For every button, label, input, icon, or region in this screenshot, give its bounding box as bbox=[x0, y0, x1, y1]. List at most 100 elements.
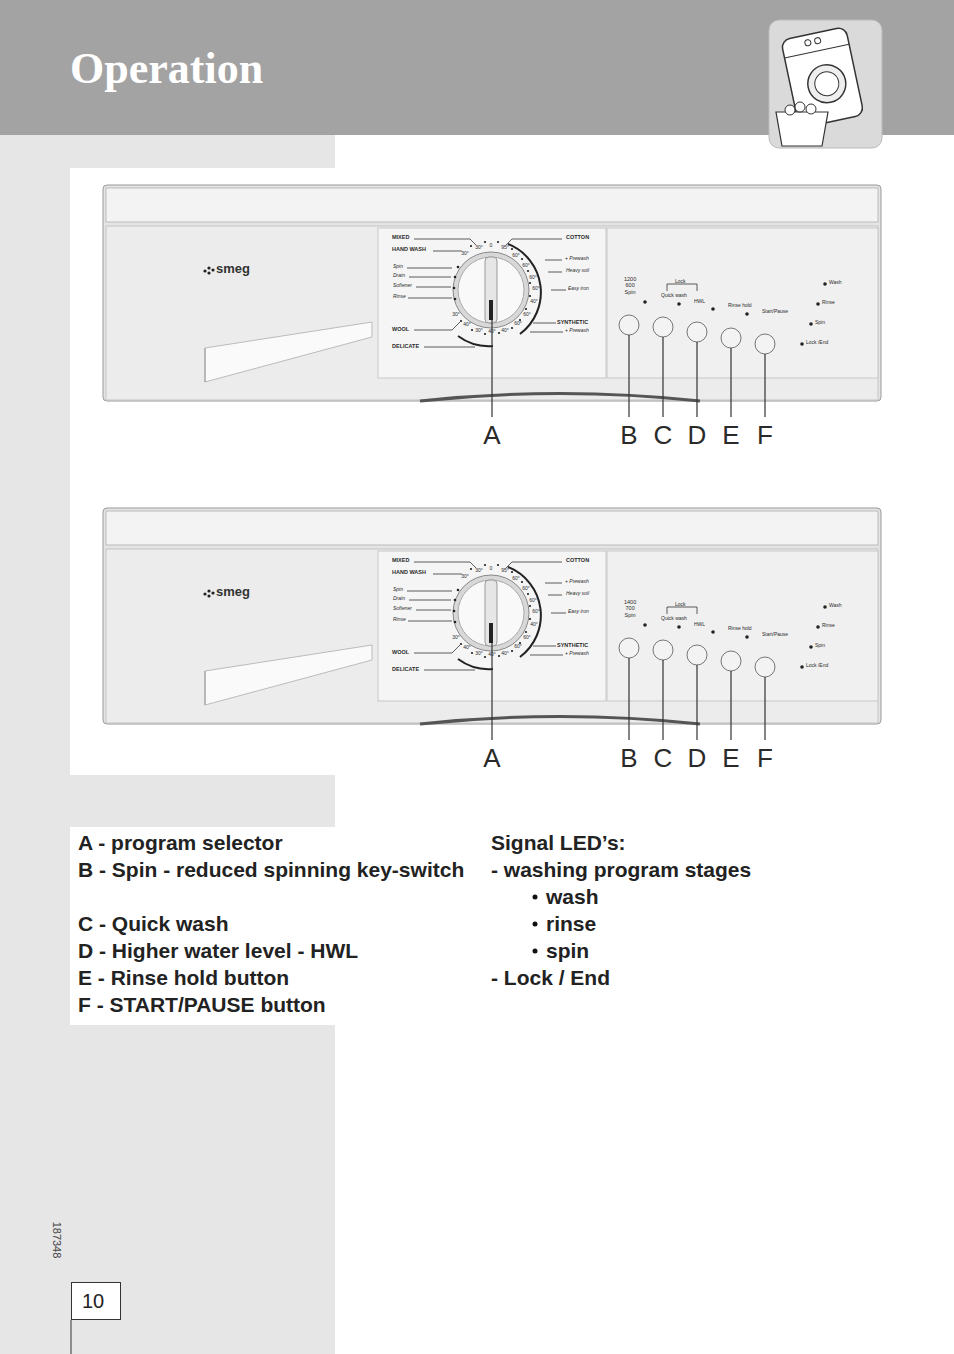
panel-label: 60° bbox=[529, 275, 537, 281]
panel-label: 40° bbox=[501, 651, 509, 657]
panel-label: Heavy soil bbox=[566, 268, 589, 274]
panel-label: 60° bbox=[514, 644, 522, 650]
callout-letter: F bbox=[757, 421, 773, 451]
callout-letter: B bbox=[620, 421, 637, 451]
panel-label: Spin bbox=[815, 320, 825, 326]
panel-label: 40° bbox=[488, 652, 496, 658]
panel-label: + Prewash bbox=[565, 256, 589, 262]
panel-label: Rinse bbox=[393, 617, 406, 623]
callout-letter: E bbox=[722, 744, 739, 774]
panel-label: 60° bbox=[512, 576, 520, 582]
panel-label: Rinse bbox=[822, 300, 835, 306]
callout-letter: C bbox=[654, 744, 673, 774]
panel-label: HAND WASH bbox=[392, 246, 426, 252]
page-number: 10 bbox=[82, 1289, 110, 1313]
panel-label: DELICATE bbox=[392, 343, 419, 349]
panel-label: HAND WASH bbox=[392, 569, 426, 575]
panel-label: 40° bbox=[530, 299, 538, 305]
panel-label: Drain bbox=[393, 596, 405, 602]
panel-label: 60° bbox=[523, 635, 531, 641]
panel-label: 1200 600 Spin bbox=[624, 276, 636, 295]
panel-label: Softener bbox=[393, 606, 412, 612]
panel-label: 30° bbox=[452, 312, 460, 318]
panel-label: MIXED bbox=[392, 557, 409, 563]
panel-label: + Prewash bbox=[565, 651, 589, 657]
panel-label: 60° bbox=[522, 263, 530, 269]
legend-text: - washing program stages bbox=[491, 856, 751, 883]
panel-label: WOOL bbox=[392, 649, 409, 655]
panel-label: SYNTHETIC bbox=[557, 319, 588, 325]
panel-label: 60° bbox=[532, 286, 540, 292]
panel-label: 60° bbox=[514, 321, 522, 327]
panel-label: 0 bbox=[490, 243, 493, 249]
page-title: Operation bbox=[70, 44, 263, 95]
panel-label: 30° bbox=[475, 568, 483, 574]
panel-label: 40° bbox=[501, 328, 509, 334]
panel-label: Heavy soil bbox=[566, 591, 589, 597]
callout-letter: C bbox=[654, 421, 673, 451]
panel-label: HWL bbox=[694, 622, 705, 628]
panel-label: Spin bbox=[393, 587, 403, 593]
callout-letter: F bbox=[757, 744, 773, 774]
panel-label: 40° bbox=[463, 322, 471, 328]
document-code: 187348 bbox=[51, 1222, 64, 1259]
callout-letter: A bbox=[483, 744, 500, 774]
panel-label: DELICATE bbox=[392, 666, 419, 672]
panel-label: Rinse bbox=[822, 623, 835, 629]
panel-label: Spin bbox=[393, 264, 403, 270]
panel-label: + Prewash bbox=[565, 328, 589, 334]
brand-logo: smeg bbox=[216, 262, 250, 277]
panel-label: 60° bbox=[529, 598, 537, 604]
legend-text: A - program selector bbox=[78, 829, 283, 856]
panel-label: Wash bbox=[829, 280, 842, 286]
panel-label: Spin bbox=[815, 643, 825, 649]
legend-text: B - Spin - reduced spinning key-switch bbox=[78, 856, 486, 883]
panel-label: Rinse hold bbox=[728, 303, 752, 309]
callout-letter: A bbox=[483, 421, 500, 451]
panel-label: Easy iron bbox=[568, 286, 589, 292]
panel-label: 30° bbox=[452, 635, 460, 641]
panel-label: 0 bbox=[490, 566, 493, 572]
panel-label: 60° bbox=[523, 312, 531, 318]
panel-label: 95° bbox=[501, 568, 509, 574]
panel-label: 60° bbox=[532, 609, 540, 615]
panel-label: SYNTHETIC bbox=[557, 642, 588, 648]
legend-text: C - Quick wash bbox=[78, 910, 229, 937]
panel-label: Wash bbox=[829, 603, 842, 609]
panel-label: Rinse bbox=[393, 294, 406, 300]
legend-text: wash bbox=[546, 883, 599, 910]
legend-text: - Lock / End bbox=[491, 964, 610, 991]
panel-label: 30° bbox=[461, 574, 469, 580]
legend-text: Signal LED’s: bbox=[491, 829, 626, 856]
panel-label: 60° bbox=[522, 586, 530, 592]
panel-label: 30° bbox=[461, 251, 469, 257]
panel-label: HWL bbox=[694, 299, 705, 305]
panel-label: COTTON bbox=[566, 234, 589, 240]
panel-label: 95° bbox=[501, 245, 509, 251]
panel-label: COTTON bbox=[566, 557, 589, 563]
panel-label: 1400 700 Spin bbox=[624, 599, 636, 618]
brand-logo: smeg bbox=[216, 585, 250, 600]
panel-label: Easy iron bbox=[568, 609, 589, 615]
panel-label: Start/Pause bbox=[762, 309, 788, 315]
panel-label: 40° bbox=[463, 645, 471, 651]
panel-label: Lock bbox=[675, 602, 686, 608]
panel-label: WOOL bbox=[392, 326, 409, 332]
panel-label: 30° bbox=[475, 328, 483, 334]
panel-label: Rinse hold bbox=[728, 626, 752, 632]
panel-label: Softener bbox=[393, 283, 412, 289]
legend-text: rinse bbox=[546, 910, 596, 937]
panel-label: + Prewash bbox=[565, 579, 589, 585]
panel-label: Lock /End bbox=[806, 340, 828, 346]
page-number-box: 10 bbox=[71, 1282, 121, 1320]
panel-label: Lock /End bbox=[806, 663, 828, 669]
callout-letter: D bbox=[688, 421, 707, 451]
panel-label: MIXED bbox=[392, 234, 409, 240]
panel-label: 30° bbox=[475, 245, 483, 251]
panel-label: Drain bbox=[393, 273, 405, 279]
panel-label: 60° bbox=[512, 253, 520, 259]
legend-text: E - Rinse hold button bbox=[78, 964, 289, 991]
callout-letter: B bbox=[620, 744, 637, 774]
panel-label: 40° bbox=[530, 622, 538, 628]
